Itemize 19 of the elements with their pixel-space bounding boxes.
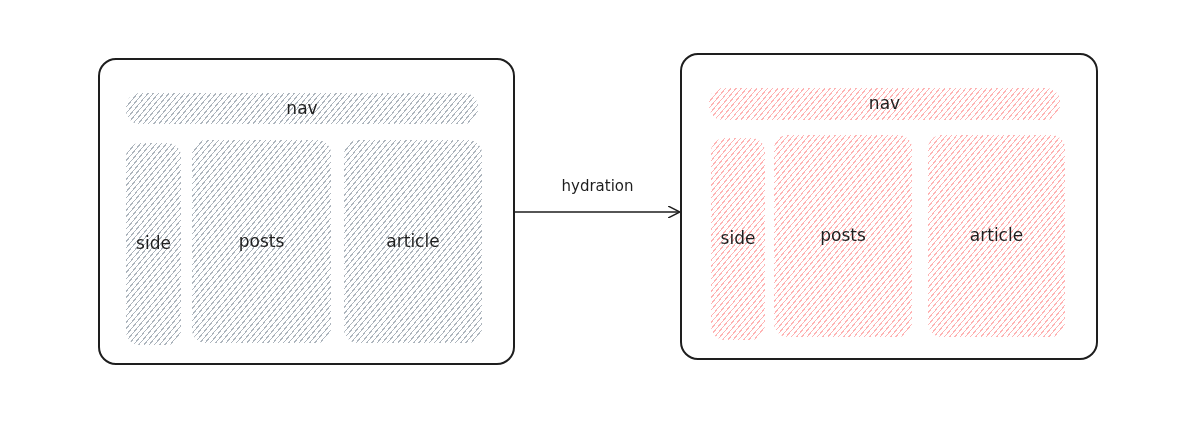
screen-frame [680,53,1098,360]
region-label: side [720,227,756,251]
layout-region [928,135,1065,337]
arrow [514,205,681,219]
region-label: article [386,229,440,253]
layout-region [126,143,181,345]
region-label: article [969,224,1024,248]
region-label: side [136,232,171,256]
region-label: posts [820,224,866,248]
screen-frame [98,58,515,365]
region-label: posts [238,229,285,253]
layout-region [344,140,482,343]
layout-region [774,135,912,337]
region-label: nav [286,96,318,120]
layout-region [711,138,765,340]
region-label: nav [868,92,901,116]
layout-region [709,88,1060,120]
layout-region [192,140,331,343]
edge-label: hydration [560,176,635,197]
